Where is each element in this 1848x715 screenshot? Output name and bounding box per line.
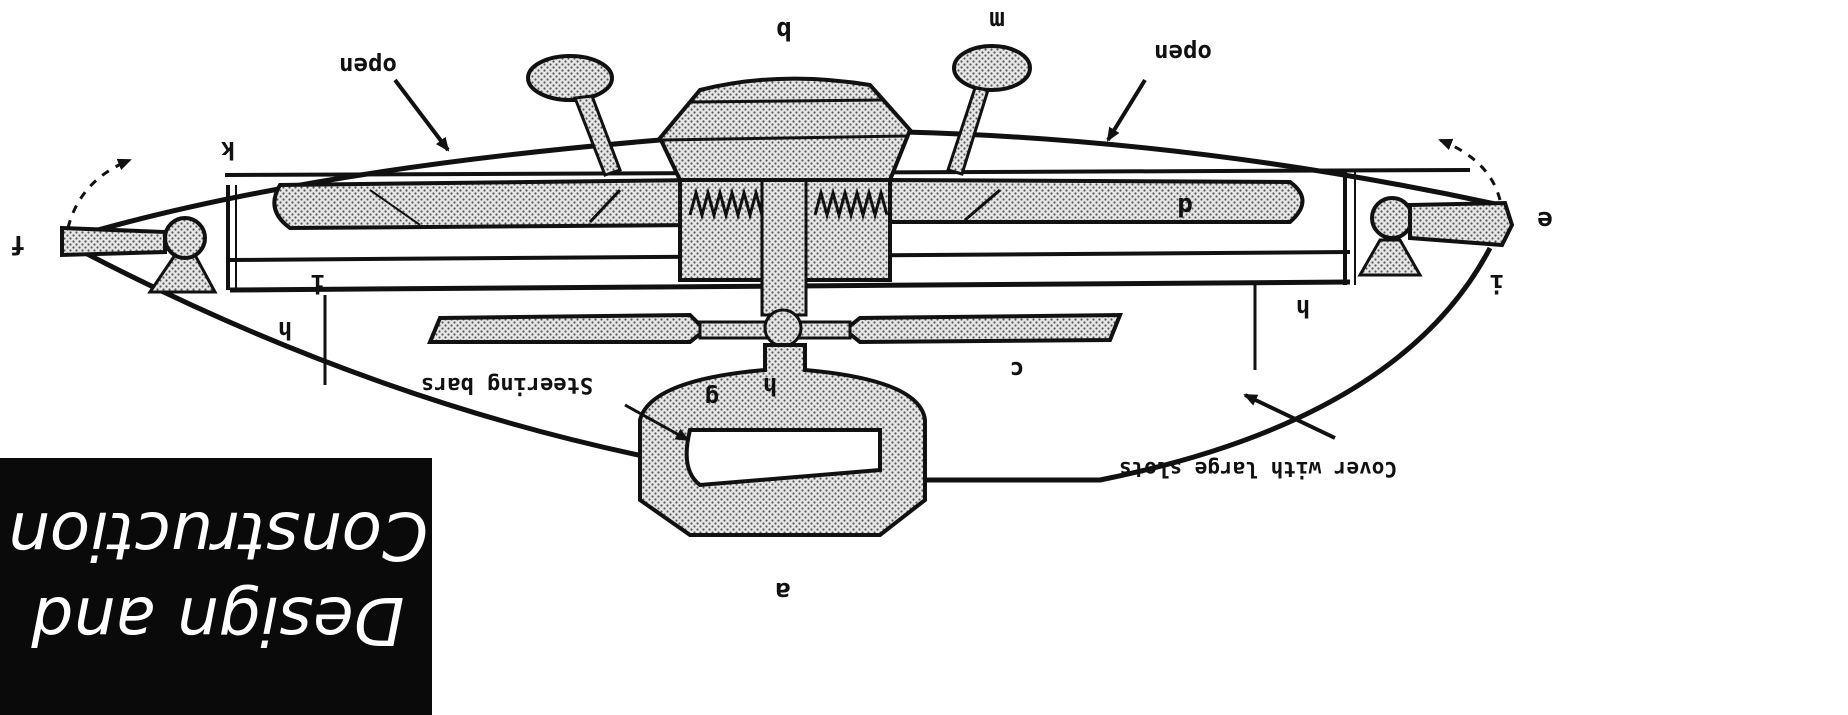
label-g: g [705, 384, 719, 412]
rotor-blade-left [272, 177, 702, 231]
label-h-center: h [763, 372, 777, 400]
secondary-rotor-right [841, 312, 1123, 345]
arrow-cover [1243, 393, 1336, 440]
label-h-left: h [278, 316, 292, 344]
cockpit-window [684, 428, 882, 488]
label-i-right: i [1490, 269, 1504, 297]
label-h-right: h [1296, 294, 1310, 322]
dome-band-a [691, 98, 886, 104]
central-shaft [760, 178, 808, 317]
label-d: d [1177, 191, 1193, 221]
rotor-blade-right [888, 177, 1305, 224]
spring-left [688, 187, 764, 221]
lever-knob-left [526, 54, 614, 102]
lever-arm-right [946, 86, 990, 176]
secondary-rotor-center [763, 308, 803, 348]
spring-right [813, 187, 889, 221]
label-b: b [776, 15, 792, 45]
label-m: m [989, 5, 1005, 35]
label-open-right: open [1154, 39, 1212, 67]
title-line-construction: Construction [8, 497, 428, 574]
dome-band-b [661, 134, 909, 142]
rotor-blade-right-edge [964, 188, 1001, 222]
label-i-left: i [311, 269, 325, 297]
arrow-open-left [393, 78, 450, 152]
arrow-steering [624, 403, 690, 442]
label-cover-slots: Cover with large slots [1119, 457, 1397, 481]
title-box [0, 458, 432, 715]
label-a: a [775, 576, 791, 606]
label-steering-bars: Steering bars [421, 372, 593, 397]
swing-arc-left [66, 158, 132, 229]
pivot-mount-left [60, 216, 218, 294]
pivot-mount-right [1357, 196, 1515, 277]
label-c: c [1010, 356, 1024, 384]
rotor-blade-left-edge [588, 188, 622, 224]
arrow-open-right [1106, 78, 1147, 142]
label-open-left: open [339, 52, 397, 80]
label-k: k [220, 136, 235, 164]
secondary-rotor-left [427, 312, 708, 344]
label-f: f [10, 229, 26, 259]
bottom-dome [657, 76, 913, 182]
lever-knob-right [952, 44, 1032, 92]
title-line-design-and: Design and [30, 582, 404, 659]
lever-arm-left [572, 94, 622, 177]
label-e: e [1537, 205, 1553, 235]
rotor-blade-left-hatch [369, 189, 421, 226]
